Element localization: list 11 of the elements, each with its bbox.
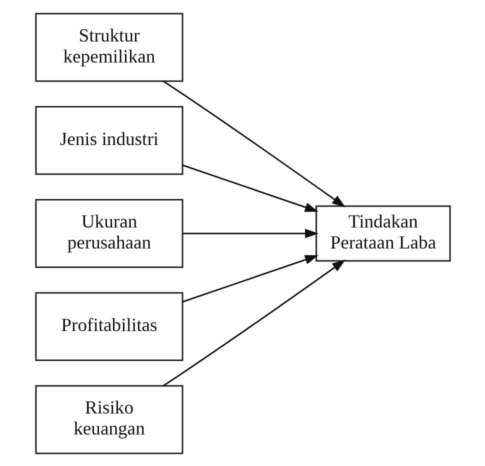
arrow: [162, 259, 346, 386]
arrow: [182, 228, 318, 238]
node-box: Ukuran perusahaan: [34, 198, 183, 268]
node-box: Struktur kepemilikan: [34, 12, 183, 82]
node-box: Profitabilitas: [34, 292, 183, 361]
node-box: Jenis industri: [34, 105, 183, 174]
arrow: [162, 80, 346, 207]
node-box: Risiko keuangan: [34, 384, 183, 454]
arrow: [182, 254, 318, 302]
arrow: [182, 164, 318, 212]
node-box: Tindakan Perataan Laba: [315, 204, 450, 262]
